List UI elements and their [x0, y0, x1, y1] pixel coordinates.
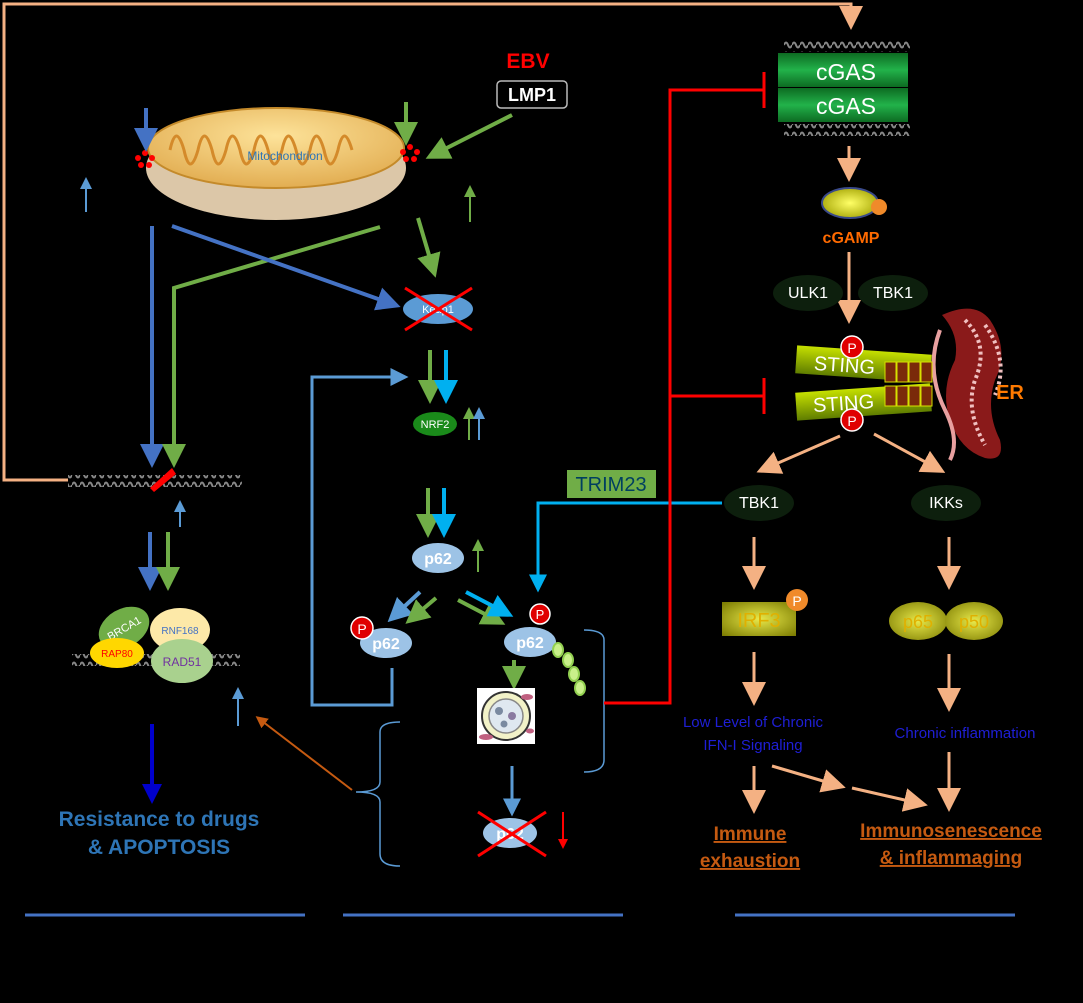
immune-exhaustion-line1: Immune [714, 824, 787, 845]
sting-phospho-top-label: P [847, 340, 856, 356]
trim23-label: TRIM23 [575, 474, 646, 496]
mitochondrion-label: Mitochondrion [247, 149, 322, 163]
sting-phospho-bottom [840, 408, 864, 432]
cgas-dna-top-icon [784, 40, 910, 52]
phospho-badge-left-label: P [357, 621, 366, 637]
cgas-box-bottom [778, 88, 908, 122]
mito-to-keap1-green [416, 217, 441, 278]
tbk1-top-node [858, 275, 928, 311]
lmp1-label: LMP1 [508, 85, 556, 105]
bracket-to-repair-arrow [255, 716, 353, 791]
sting-phospho-top [840, 335, 864, 359]
irf3-phospho [786, 589, 808, 611]
p62-phospho-right-label: p62 [516, 635, 544, 652]
ebv-label: EBV [506, 50, 549, 73]
ifn-to-senescence-arrow-2 [851, 786, 928, 812]
resistance-line1: Resistance to drugs [59, 808, 260, 831]
phospho-badge-right-label: P [536, 607, 545, 622]
irf3-phospho-label: P [792, 593, 801, 609]
keap1-degraded-icon [404, 286, 473, 332]
immunosenescence-line2: & inflammaging [880, 848, 1023, 869]
cgamp-label: cGAMP [823, 230, 880, 247]
p65-node [889, 602, 947, 640]
p50-node [945, 602, 1003, 640]
lmp1-arrow [425, 113, 513, 159]
p62-feedback-arrow [310, 368, 409, 707]
rap80-label: RAP80 [101, 649, 133, 660]
cgamp-dot-icon [871, 199, 887, 215]
sting-to-tbk1-arrow [756, 434, 841, 474]
rad51-node [151, 639, 213, 683]
chronic-inflammation-label: Chronic inflammation [895, 725, 1036, 742]
p62-label: p62 [424, 551, 452, 568]
p50-label: p50 [959, 612, 989, 632]
bracket-left [355, 721, 401, 867]
lmp1-box [496, 80, 568, 109]
p62-degraded-cross-icon [477, 810, 547, 858]
mito-to-keap1-blue [171, 224, 401, 311]
sting-phospho-bottom-label: P [847, 413, 856, 429]
ros-dots-right-icon [400, 144, 420, 162]
p65-label: p65 [903, 612, 933, 632]
ulk1-node [773, 275, 843, 311]
tbk1-node [724, 485, 794, 521]
irf3-label: IRF3 [737, 610, 780, 632]
tbk1-top-label: TBK1 [873, 285, 913, 302]
cgas-dna-bottom-icon [784, 124, 910, 136]
mito-to-dna-green [162, 225, 381, 468]
p62-right-cyan [465, 590, 514, 617]
trim23-box [567, 470, 656, 498]
bracket-right [583, 629, 605, 773]
p62-left-green [405, 596, 438, 624]
p62-node [412, 543, 464, 573]
er-membrane-icon [931, 308, 1003, 461]
rad51-label: RAD51 [163, 655, 202, 669]
rnf168-label: RNF168 [161, 626, 199, 637]
ifn-signaling-line1: Low Level of Chronic [683, 714, 824, 731]
sting-transmembrane-icon [884, 361, 933, 407]
rnf168-node [150, 608, 210, 652]
nrf2-label: NRF2 [421, 419, 450, 431]
ros-dots-left-icon [135, 150, 155, 168]
ifn-to-senescence-arrow-1 [771, 764, 846, 793]
p62-phospho-left-label: p62 [372, 636, 400, 653]
cgas-label-bottom: cGAS [816, 93, 876, 119]
cgas-label-top: cGAS [816, 59, 876, 85]
p62-phospho-right-node [504, 627, 556, 657]
ikks-label: IKKs [929, 495, 963, 512]
ifn-signaling-line2: IFN-I Signaling [703, 737, 802, 754]
tbk1-to-p62-arrow [529, 501, 722, 593]
dna-strand-icon [68, 475, 242, 487]
cgas-box-top [778, 53, 908, 87]
immune-exhaustion-line2: exhaustion [700, 851, 800, 872]
mitochondrion-icon [146, 107, 406, 220]
p62-right-green [457, 598, 506, 625]
p62-phospho-left-node [360, 628, 412, 658]
rap80-node [90, 638, 144, 668]
feedback-arrow [2, 2, 863, 482]
er-label: ER [996, 382, 1024, 404]
ikks-node [911, 485, 981, 521]
nrf2-node [413, 412, 457, 436]
sting-to-ikks-arrow [873, 432, 946, 473]
irf3-box [722, 602, 796, 636]
tbk1-label: TBK1 [739, 495, 779, 512]
phospho-badge-right [529, 603, 551, 625]
resistance-line2: & APOPTOSIS [88, 836, 230, 859]
autophagosome-icon [477, 688, 535, 744]
ulk1-label: ULK1 [788, 285, 828, 302]
immunosenescence-line1: Immunosenescence [860, 821, 1042, 842]
ubiquitin-chain-icon [552, 642, 586, 696]
cgamp-molecule-icon [821, 187, 879, 219]
phospho-badge-left [350, 616, 374, 640]
dna-damage-icon [150, 468, 176, 492]
sting-top-label: STING [813, 353, 876, 379]
